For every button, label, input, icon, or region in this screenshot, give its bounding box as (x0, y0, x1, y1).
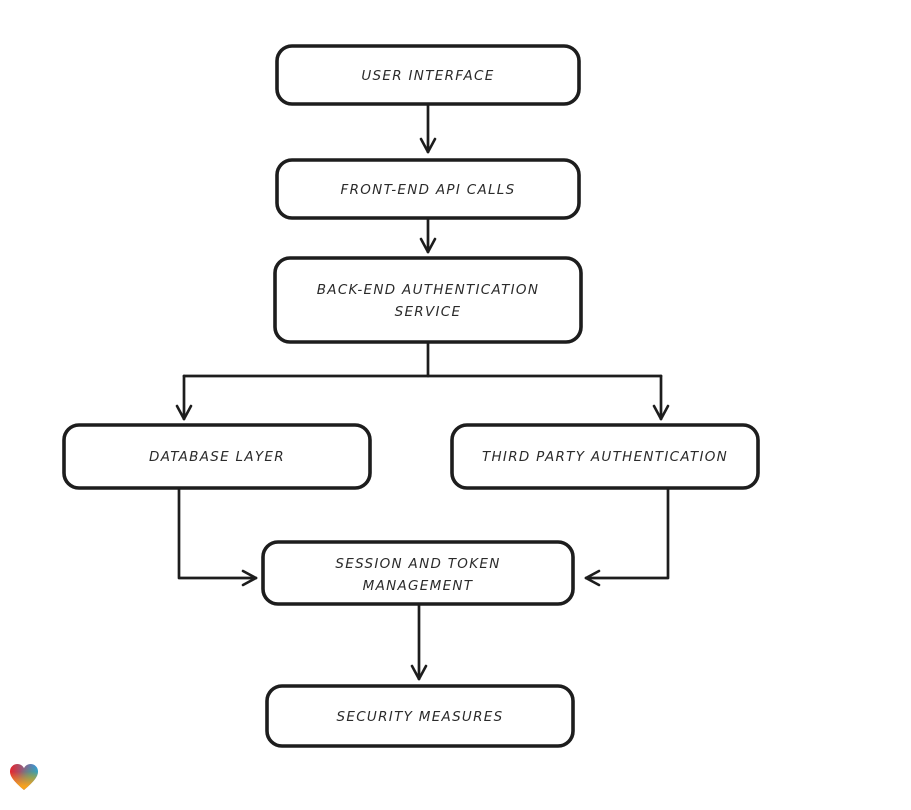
node-session-and-token-management-label-line1: SESSION AND TOKEN (335, 556, 500, 572)
node-third-party-authentication-box (450, 423, 760, 490)
node-session-and-token-management-label-line2: MANAGEMENT (363, 578, 474, 594)
node-back-end-authentication-service-label-line2: SERVICE (395, 304, 462, 320)
node-database-layer-label: DATABASE LAYER (149, 449, 285, 465)
node-back-end-authentication-service-label-line1: BACK-END AUTHENTICATION (317, 282, 540, 298)
node-session-and-token-management: SESSION AND TOKEN MANAGEMENT (261, 540, 575, 606)
node-session-and-token-management-box (261, 540, 575, 606)
node-database-layer-box (62, 423, 372, 490)
node-third-party-authentication-label: THIRD PARTY AUTHENTICATION (482, 449, 728, 465)
edge-database-layer-to-session-token-management (177, 486, 258, 587)
node-security-measures-box (265, 684, 575, 748)
node-database-layer: DATABASE LAYER (62, 423, 372, 490)
node-back-end-authentication-service: BACK-END AUTHENTICATION SERVICE (273, 256, 583, 344)
node-user-interface: USER INTERFACE (275, 44, 581, 106)
heart-logo-orange-overlay (10, 764, 38, 790)
node-front-end-api-calls: FRONT-END API CALLS (275, 158, 581, 220)
node-front-end-api-calls-box (275, 158, 581, 220)
node-third-party-authentication: THIRD PARTY AUTHENTICATION (450, 423, 760, 490)
edge-third-party-authentication-to-session-token-management (584, 486, 670, 587)
node-user-interface-box (275, 44, 581, 106)
node-user-interface-label: USER INTERFACE (361, 68, 494, 84)
heart-logo (10, 764, 38, 790)
node-security-measures: SECURITY MEASURES (265, 684, 575, 748)
node-back-end-authentication-service-box (273, 256, 583, 344)
node-front-end-api-calls-label: FRONT-END API CALLS (341, 182, 516, 198)
node-security-measures-label: SECURITY MEASURES (337, 709, 504, 725)
